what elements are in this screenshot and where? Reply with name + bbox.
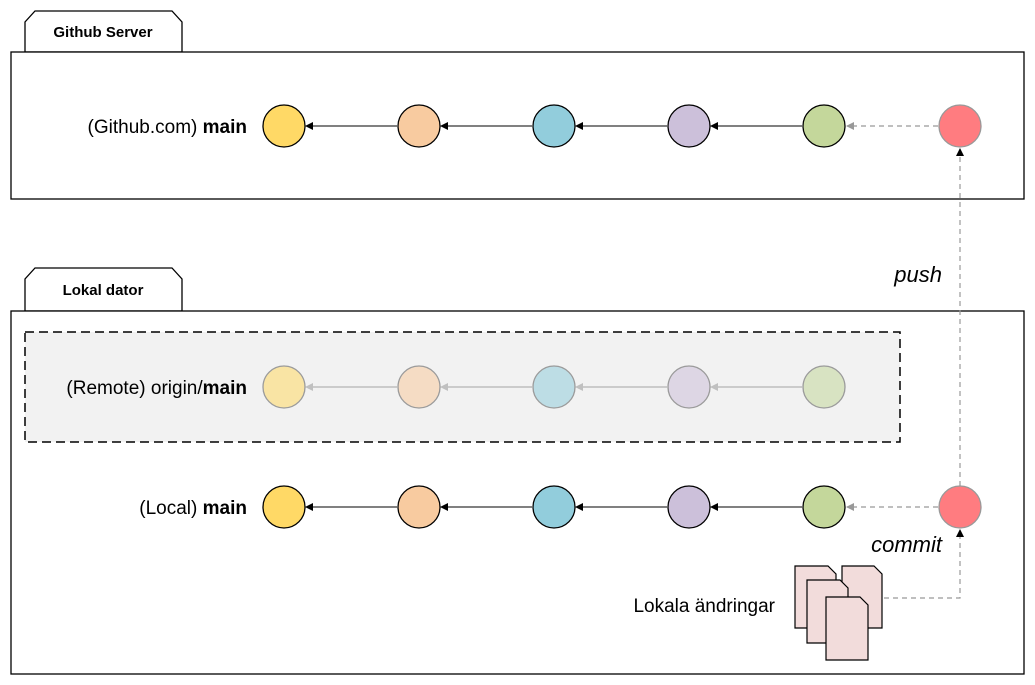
local-commit-4 [667, 485, 711, 529]
server-commit-5 [802, 104, 846, 148]
local-tab-label: Lokal dator [63, 282, 144, 299]
remote-branch-label: (Remote) origin/main [66, 378, 247, 399]
remote-commit-4 [667, 365, 711, 409]
server-commit-row [262, 104, 982, 148]
server-commit-3 [532, 104, 576, 148]
server-commit-new [938, 104, 982, 148]
remote-commit-2 [397, 365, 441, 409]
remote-commit-row [262, 365, 846, 409]
document-stack-icon [794, 565, 883, 661]
server-tab-label: Github Server [53, 24, 152, 41]
commit-label: commit [871, 532, 943, 557]
commit-arrow [884, 529, 964, 599]
remote-commit-1 [262, 365, 306, 409]
local-commit-1 [262, 485, 306, 529]
server-commit-1 [262, 104, 306, 148]
local-commit-row [262, 485, 982, 529]
server-commit-4 [667, 104, 711, 148]
local-branch-label: (Local) main [139, 498, 247, 519]
local-commit-5 [802, 485, 846, 529]
local-commit-2 [397, 485, 441, 529]
local-commit-new [938, 485, 982, 529]
server-commit-2 [397, 104, 441, 148]
local-commit-3 [532, 485, 576, 529]
server-branch-label: (Github.com) main [88, 117, 247, 138]
local-changes-label: Lokala ändringar [633, 596, 775, 617]
remote-commit-3 [532, 365, 576, 409]
remote-commit-5 [802, 365, 846, 409]
push-label: push [893, 262, 942, 287]
